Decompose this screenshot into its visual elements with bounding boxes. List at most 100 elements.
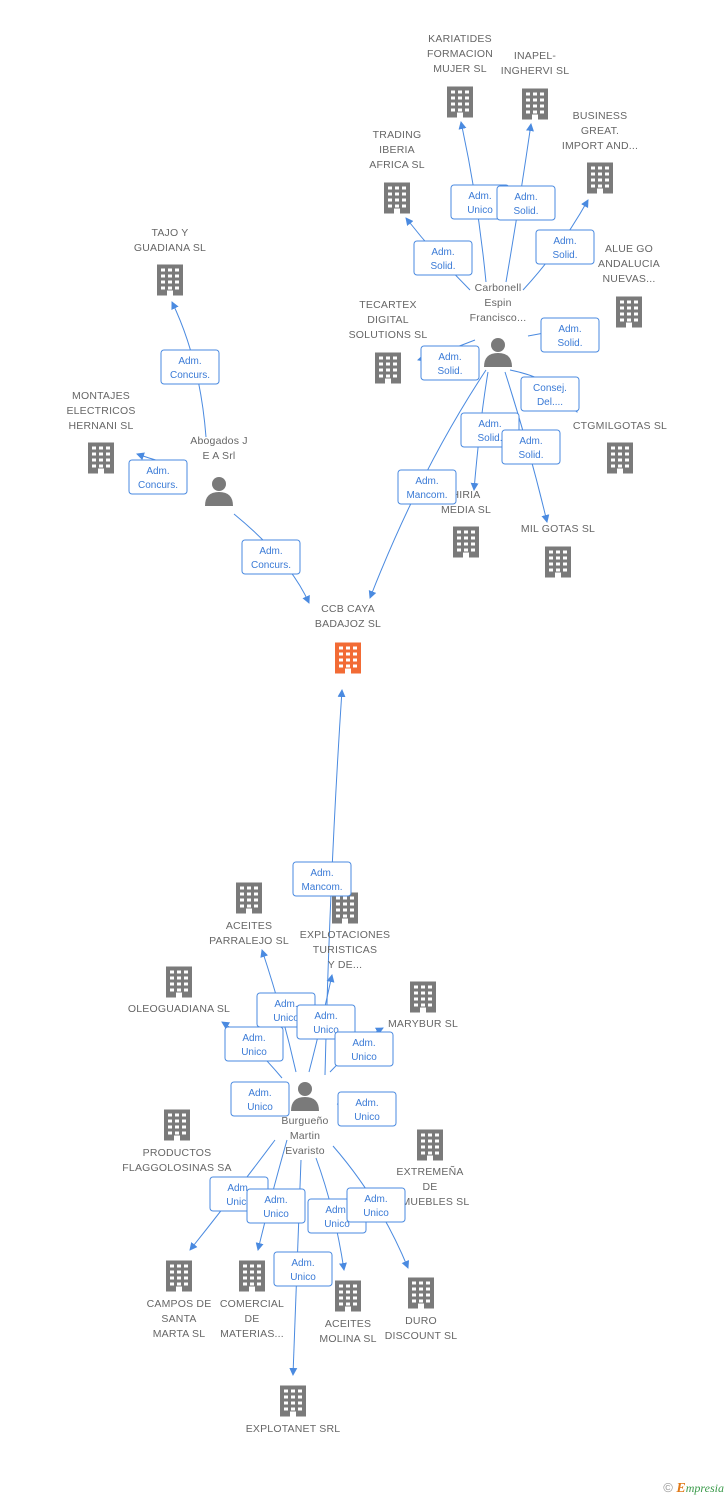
node-label-line: SANTA bbox=[161, 1313, 196, 1325]
building-icon bbox=[545, 546, 571, 578]
edge-label-line: Adm. bbox=[264, 1195, 287, 1206]
node-label-line: OLEOGUADIANA SL bbox=[128, 1003, 230, 1015]
edge-label-line: Unico bbox=[313, 1025, 339, 1036]
edge-label-line: Unico bbox=[247, 1102, 273, 1113]
node-comercial[interactable]: COMERCIALDEMATERIAS... bbox=[220, 1260, 284, 1341]
edge-label-burgueno-to-productos[interactable]: Adm. Unico bbox=[230, 1081, 290, 1117]
edge-label-line: Adm. bbox=[248, 1088, 271, 1099]
node-label-line: HIRIA bbox=[451, 489, 480, 501]
node-label-line: AFRICA SL bbox=[369, 159, 424, 171]
node-marybur[interactable]: MARYBUR SL bbox=[388, 981, 458, 1031]
edge-label-burgueno-to-marybur[interactable]: Adm.Unico bbox=[334, 1031, 394, 1067]
building-icon bbox=[616, 296, 642, 328]
edge-label-line: Unico bbox=[290, 1272, 316, 1283]
node-abogados[interactable]: Abogados JE A Srl bbox=[190, 435, 248, 506]
edge-label-abogados-to-montajes[interactable]: Adm.Concurs. bbox=[128, 459, 188, 495]
node-label-line: GREAT. bbox=[581, 125, 619, 137]
edge-label-line: Adm. bbox=[558, 324, 581, 335]
node-label-line: TURISTICAS bbox=[313, 944, 377, 956]
person-icon bbox=[291, 1082, 319, 1111]
edge-label-carbonell-to-milgotas[interactable]: Adm. Solid. bbox=[501, 429, 561, 465]
node-label-line: ACEITES bbox=[325, 1318, 371, 1330]
node-duro[interactable]: DURO DISCOUNT SL bbox=[385, 1277, 458, 1343]
edge-label-abogados-to-ccb[interactable]: Adm.Concurs. bbox=[241, 539, 301, 575]
edge-label-line: Adm. bbox=[519, 436, 542, 447]
node-label-line: INMUEBLES SL bbox=[391, 1196, 470, 1208]
node-label-line: NUEVAS... bbox=[603, 273, 656, 285]
node-label-line: SOLUTIONS SL bbox=[349, 329, 428, 341]
edge-label-line: Consej. bbox=[533, 383, 567, 394]
edge-label-carbonell-to-tecartex[interactable]: Adm.Solid. bbox=[420, 345, 480, 381]
node-label-line: DURO bbox=[405, 1315, 437, 1327]
footer-brand[interactable]: © Empresia bbox=[663, 1480, 724, 1497]
edge-label-burgueno-to-explotaciones[interactable]: Adm. Unico bbox=[296, 1004, 356, 1040]
node-label-line: INAPEL- bbox=[514, 50, 557, 62]
edge-label-carbonell-to-kariatides[interactable]: Adm.Unico bbox=[450, 184, 510, 220]
edge-label-carbonell-to-ccb[interactable]: Adm.Mancom. bbox=[397, 469, 457, 505]
node-ctgmilgotas[interactable]: CTGMILGOTAS SL bbox=[573, 420, 667, 474]
edge-label-line: Unico bbox=[241, 1047, 267, 1058]
edge-label-burgueno-to-oleoguadiana[interactable]: Adm.Unico bbox=[224, 1026, 284, 1062]
focus-building-icon bbox=[335, 642, 361, 674]
node-label-line: EXPLOTANET SRL bbox=[246, 1423, 341, 1435]
node-label-line: DE bbox=[245, 1313, 260, 1325]
node-label-line: INGHERVI SL bbox=[501, 65, 570, 77]
node-label-line: MARYBUR SL bbox=[388, 1018, 458, 1030]
building-icon bbox=[88, 442, 114, 474]
edge-label-line: Unico bbox=[354, 1112, 380, 1123]
edge-label-burgueno-to-duro[interactable]: Adm.Unico bbox=[346, 1187, 406, 1223]
building-icon bbox=[239, 1260, 265, 1292]
node-label-line: PARRALEJO SL bbox=[209, 935, 289, 947]
edge-label-line: Solid. bbox=[518, 450, 543, 461]
edge-label-line: Mancom. bbox=[406, 490, 447, 501]
edge-label-carbonell-to-aluego[interactable]: Adm.Solid. bbox=[540, 317, 600, 353]
edge-label-burgueno-to-ccb[interactable]: Adm.Mancom. bbox=[292, 861, 352, 897]
building-icon bbox=[375, 352, 401, 384]
node-hiria[interactable]: HIRIA MEDIA SL bbox=[441, 489, 491, 558]
node-explotanet[interactable]: EXPLOTANET SRL bbox=[246, 1385, 341, 1436]
edge-label-carbonell-to-trading[interactable]: Adm.Solid. bbox=[413, 240, 473, 276]
node-label-line: MEDIA SL bbox=[441, 504, 491, 516]
node-milgotas[interactable]: MIL GOTAS SL bbox=[521, 523, 595, 578]
edge-label-abogados-to-tajo[interactable]: Adm.Concurs. bbox=[160, 349, 220, 385]
edge-label-carbonell-to-business[interactable]: Adm.Solid. bbox=[535, 229, 595, 265]
node-label-line: IBERIA bbox=[379, 144, 415, 156]
building-icon bbox=[236, 882, 262, 914]
node-label-line: TECARTEX bbox=[359, 299, 416, 311]
edge-label-line: Adm. bbox=[478, 419, 501, 430]
node-label-line: GUADIANA SL bbox=[134, 242, 206, 254]
edge-label-line: Unico bbox=[324, 1219, 350, 1230]
building-icon bbox=[164, 1109, 190, 1141]
node-label-line: Espin bbox=[484, 297, 511, 309]
node-label-line: DISCOUNT SL bbox=[385, 1330, 458, 1342]
edge-label-burgueno-to-comercial[interactable]: Adm.Unico bbox=[246, 1188, 306, 1224]
edge-label-burgueno-to-extremena[interactable]: Adm.Unico bbox=[337, 1091, 397, 1127]
node-label-line: ELECTRICOS bbox=[66, 405, 135, 417]
node-oleoguadiana[interactable]: OLEOGUADIANA SL bbox=[128, 966, 230, 1016]
edge-label-carbonell-to-ctgmilgotas[interactable]: Consej.Del.... bbox=[520, 376, 580, 412]
node-aluego[interactable]: ALUE GOANDALUCIANUEVAS... bbox=[598, 243, 660, 328]
building-icon bbox=[408, 1277, 434, 1309]
edge-label-line: Adm. bbox=[314, 1011, 337, 1022]
edge-label-burgueno-to-explotanet[interactable]: Adm.Unico bbox=[273, 1251, 333, 1287]
node-inapel[interactable]: INAPEL- INGHERVI SL bbox=[501, 50, 570, 120]
node-label-line: Carbonell bbox=[475, 282, 522, 294]
node-carbonell[interactable]: CarbonellEspinFrancisco... bbox=[470, 282, 527, 367]
edge-label-line: Adm. bbox=[259, 546, 282, 557]
node-label-line: MARTA SL bbox=[153, 1328, 206, 1340]
edge-label-carbonell-to-inapel[interactable]: Adm.Solid. bbox=[496, 185, 556, 221]
